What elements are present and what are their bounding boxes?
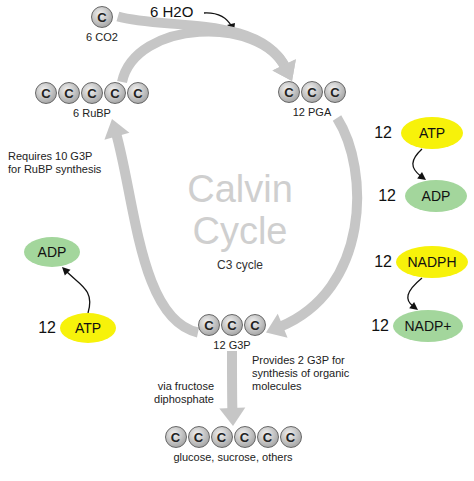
carbon-chain: CCC bbox=[278, 81, 346, 103]
arrow-line bbox=[67, 272, 90, 313]
atom-symbol: C bbox=[133, 87, 142, 100]
carbon-chain: CCCCC bbox=[35, 82, 149, 104]
atom-symbol: C bbox=[263, 431, 272, 444]
molecule-group: CCC12 PGA bbox=[278, 81, 346, 118]
atom-symbol: C bbox=[217, 431, 226, 444]
molecule-group: C 6 CO2 bbox=[86, 6, 118, 43]
arrowhead bbox=[272, 59, 295, 81]
cofactor-oval: ADP bbox=[405, 180, 467, 212]
text-label: 12 bbox=[366, 123, 392, 142]
atom-symbol: C bbox=[41, 87, 50, 100]
carbon-atom: C bbox=[81, 82, 103, 104]
atom-symbol: C bbox=[110, 87, 119, 100]
cycle-arrow bbox=[104, 119, 198, 333]
atom-symbol: C bbox=[284, 86, 293, 99]
cofactor-oval: ADP bbox=[24, 237, 80, 267]
carbon-atom: C bbox=[280, 426, 302, 448]
atom-symbol: C bbox=[194, 431, 203, 444]
atom-symbol: C bbox=[64, 87, 73, 100]
cycle-arrow bbox=[219, 351, 245, 426]
arrowhead bbox=[62, 267, 70, 275]
reaction-arrow bbox=[413, 149, 426, 180]
molecule-group: CCCCC6 RuBP bbox=[35, 82, 149, 119]
carbon-atom: C bbox=[127, 82, 149, 104]
molecule-label: 12 PGA bbox=[293, 106, 332, 118]
reaction-arrow bbox=[408, 278, 422, 310]
carbon-chain: CCCCCC bbox=[165, 426, 302, 448]
carbon-atom: C bbox=[221, 314, 243, 336]
text-label: C3 cycle bbox=[200, 258, 280, 272]
atom-symbol: C bbox=[286, 431, 295, 444]
cofactor-name: ATP bbox=[75, 320, 101, 336]
cofactor-oval: ATP bbox=[401, 117, 463, 149]
carbon-atom: C bbox=[234, 426, 256, 448]
carbon-atom: C bbox=[257, 426, 279, 448]
cofactor-name: ADP bbox=[38, 244, 67, 260]
text-label: Provides 2 G3P for synthesis of organic … bbox=[252, 354, 382, 393]
atom-symbol: C bbox=[87, 87, 96, 100]
arrowhead bbox=[417, 172, 426, 180]
arrow-line bbox=[413, 149, 422, 176]
carbon-atom: C bbox=[188, 426, 210, 448]
text-label: 6 H2O bbox=[150, 3, 206, 21]
carbon-atom: C bbox=[211, 426, 233, 448]
reaction-arrow bbox=[62, 267, 90, 313]
arrowhead bbox=[104, 119, 129, 140]
text-label: via fructose diphosphate bbox=[98, 380, 214, 406]
cofactor-oval: NADPH bbox=[396, 246, 468, 278]
molecule-group: CCC12 G3P bbox=[198, 314, 266, 351]
molecule-label: 6 RuBP bbox=[73, 107, 111, 119]
carbon-atom: C bbox=[301, 81, 323, 103]
cofactor-name: NADPH bbox=[407, 254, 456, 270]
carbon-atom: C bbox=[91, 6, 113, 28]
text-label: 12 bbox=[30, 318, 56, 337]
text-label: 12 bbox=[370, 186, 396, 205]
atom-symbol: C bbox=[307, 86, 316, 99]
carbon-atom: C bbox=[58, 82, 80, 104]
cofactor-name: ADP bbox=[422, 188, 451, 204]
carbon-chain: C bbox=[91, 6, 113, 28]
molecule-label: 12 G3P bbox=[213, 339, 250, 351]
atom-symbol: C bbox=[240, 431, 249, 444]
atom-symbol: C bbox=[204, 319, 213, 332]
molecule-label: 6 CO2 bbox=[86, 31, 118, 43]
atom-symbol: C bbox=[227, 319, 236, 332]
atom-symbol: C bbox=[171, 431, 180, 444]
text-label: 12 bbox=[362, 316, 389, 335]
atom-symbol: C bbox=[97, 11, 106, 24]
arrowhead bbox=[409, 302, 418, 310]
carbon-atom: C bbox=[198, 314, 220, 336]
arrow-line bbox=[279, 118, 357, 327]
cycle-arrow bbox=[118, 17, 296, 82]
atom-symbol: C bbox=[250, 319, 259, 332]
cofactor-name: ATP bbox=[419, 125, 445, 141]
cycle-arrow bbox=[122, 32, 296, 82]
arrow-line bbox=[227, 351, 237, 412]
carbon-atom: C bbox=[244, 314, 266, 336]
arrow-line bbox=[408, 278, 422, 306]
carbon-chain: CCC bbox=[198, 314, 266, 336]
cofactor-oval: NADP+ bbox=[393, 310, 463, 342]
text-label: Requires 10 G3P for RuBP synthesis bbox=[8, 150, 108, 176]
carbon-atom: C bbox=[324, 81, 346, 103]
carbon-atom: C bbox=[165, 426, 187, 448]
atom-symbol: C bbox=[330, 86, 339, 99]
carbon-atom: C bbox=[278, 81, 300, 103]
carbon-atom: C bbox=[35, 82, 57, 104]
text-label: Calvin Cycle bbox=[160, 168, 320, 252]
arrow-line bbox=[116, 133, 198, 333]
arrow-line bbox=[118, 17, 286, 69]
cofactor-oval: ATP bbox=[60, 313, 116, 343]
molecule-group: C C C C C Cglucose, sucrose, others bbox=[165, 426, 302, 463]
cofactor-name: NADP+ bbox=[404, 318, 451, 334]
text-label: 12 bbox=[366, 252, 392, 271]
carbon-atom: C bbox=[104, 82, 126, 104]
arrowhead bbox=[219, 408, 245, 426]
arrowhead bbox=[266, 314, 288, 338]
molecule-label: glucose, sucrose, others bbox=[173, 451, 292, 463]
